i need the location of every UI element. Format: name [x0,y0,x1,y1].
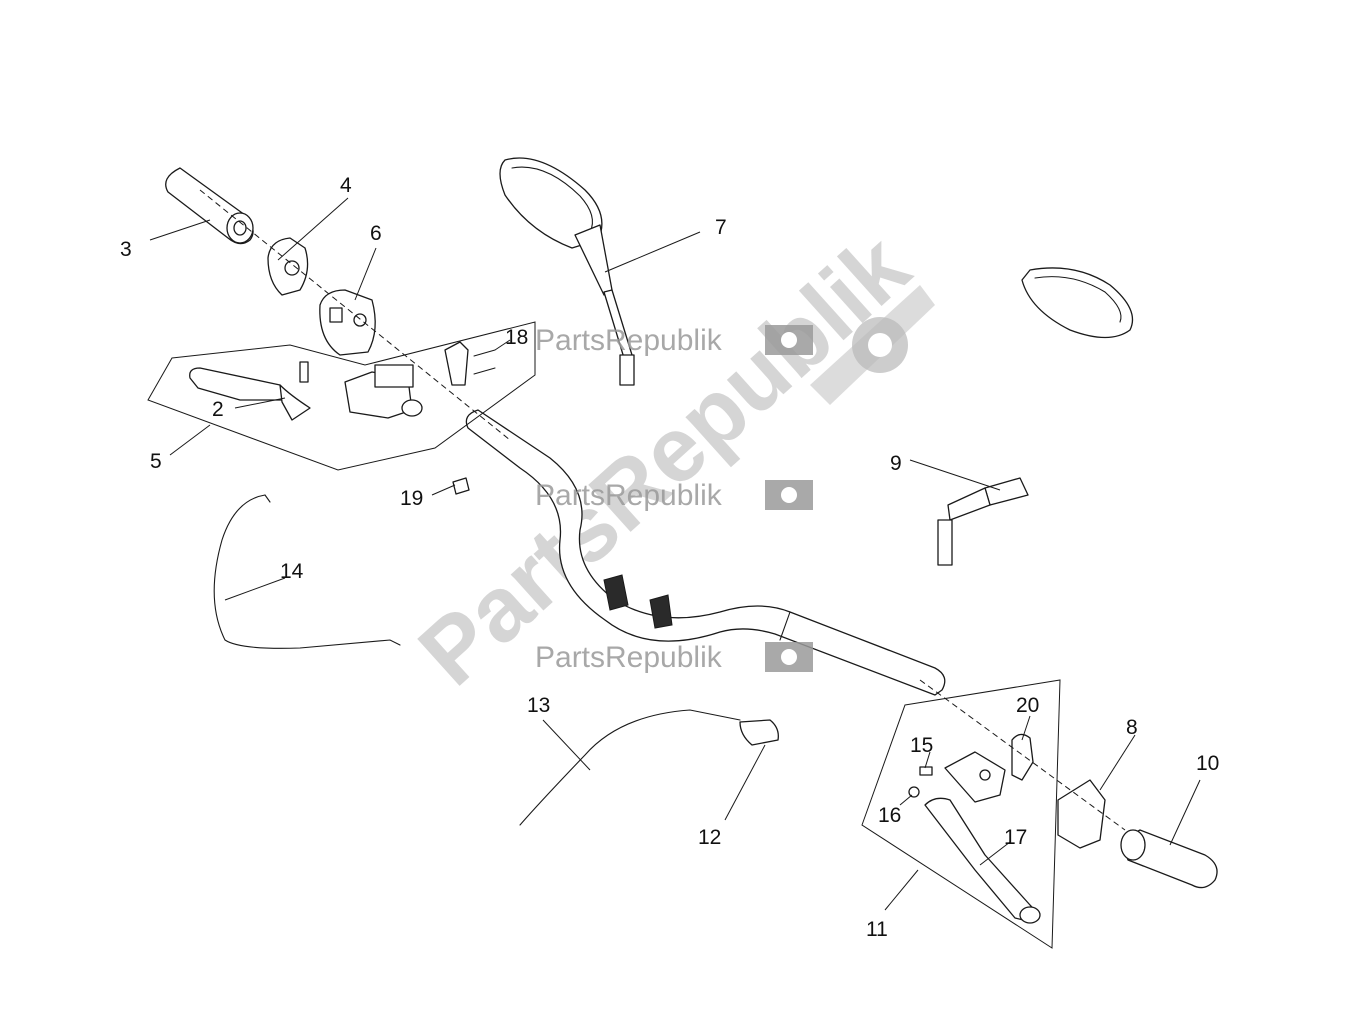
right-clutch-lever [924,797,1041,924]
callout-13: 13 [527,694,550,717]
watermark-strip-2: PartsRepublik [535,479,813,512]
leader-lines [149,197,1201,911]
alignment-lines [199,189,1126,831]
callout-10: 10 [1196,752,1219,775]
cable-end-12 [739,719,779,746]
callouts: 2 3 4 5 6 7 8 9 10 11 12 13 14 15 16 17 … [120,174,1219,941]
callout-17: 17 [1004,826,1027,849]
callout-20: 20 [1016,694,1039,717]
callout-19: 19 [400,487,423,510]
brake-switch-left [452,477,470,495]
master-cylinder [299,361,423,419]
throttle-housing [267,237,309,296]
callout-7: 7 [715,216,727,239]
left-grip [165,167,254,245]
watermark-text-1: PartsRepublik [535,324,723,357]
clamp-right [1011,733,1034,781]
left-lever-frame [147,321,536,471]
callout-3: 3 [120,238,132,261]
cable-13 [519,709,741,826]
left-mirror [499,157,635,386]
callout-8: 8 [1126,716,1138,739]
screw-15 [919,766,933,776]
screw-16 [908,786,920,798]
right-mirror [937,267,1134,566]
callout-14: 14 [280,560,304,583]
callout-18: 18 [505,326,528,349]
cable-14 [213,494,401,649]
watermark-strip-1: PartsRepublik [535,324,813,357]
right-grip [1120,829,1218,889]
lever-bracket-right [944,751,1006,803]
watermark-strip-3: PartsRepublik [535,641,813,674]
left-brake-lever [189,367,311,421]
callout-15: 15 [910,734,933,757]
callout-16: 16 [878,804,901,827]
mirror-clamp-left [444,341,496,386]
watermark-text-2: PartsRepublik [535,479,723,512]
right-lever-frame [861,679,1061,949]
handlebar [465,409,946,696]
callout-11: 11 [866,918,888,941]
left-switch-cube [319,289,376,356]
callout-5: 5 [150,450,162,473]
right-switch-cube [1057,779,1106,849]
callout-9: 9 [890,452,902,475]
callout-6: 6 [370,222,382,245]
watermark-text-3: PartsRepublik [535,641,723,674]
callout-4: 4 [340,174,352,197]
callout-2: 2 [212,398,224,421]
callout-12: 12 [698,826,721,849]
watermark-big-gear-icon [810,285,935,405]
